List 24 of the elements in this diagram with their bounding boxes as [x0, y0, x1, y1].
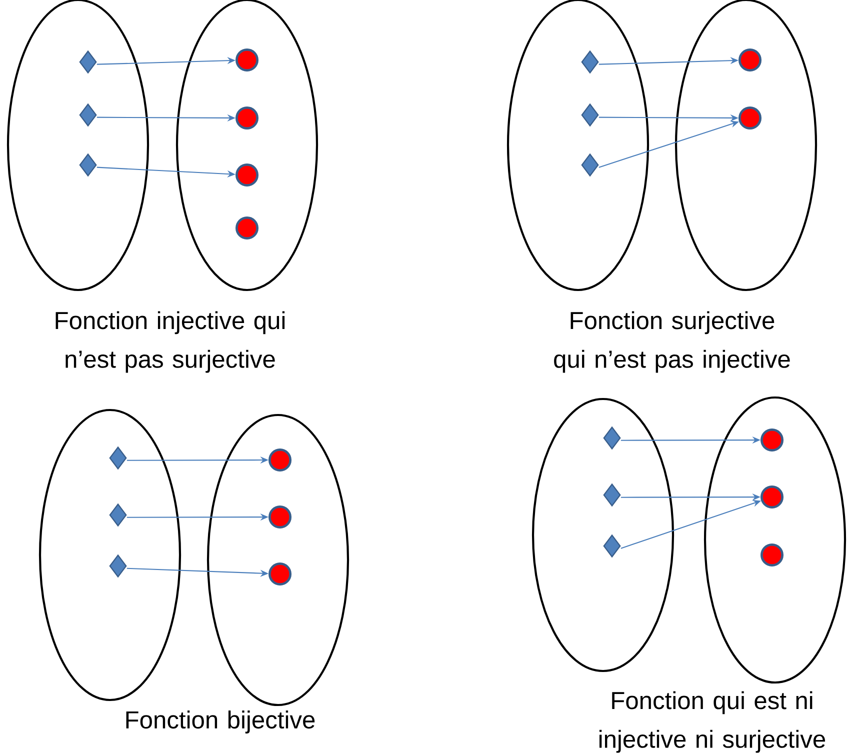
dot-marker [738, 106, 762, 130]
ellipse-outline [176, 0, 318, 292]
caption: Fonction qui est ni injective ni surjective [600, 691, 826, 753]
dot-marker [236, 163, 259, 186]
ellipse-outline [38, 408, 182, 702]
caption: Fonction surjective qui n’est pas injective [554, 311, 790, 373]
dot-marker [738, 48, 762, 72]
dot-marker [760, 428, 784, 452]
ellipse-outline [6, 0, 150, 292]
ellipse-outline [206, 414, 350, 706]
dot-marker [268, 506, 292, 528]
ellipse-outline [704, 396, 846, 684]
dot-marker [236, 106, 259, 130]
dot-marker [760, 486, 784, 508]
dot-marker [268, 562, 292, 586]
ellipse-outline [532, 398, 674, 672]
ellipse-outline [506, 0, 650, 292]
dot-marker [236, 48, 259, 72]
caption: Fonction bijective [126, 710, 315, 734]
dot-marker [268, 448, 292, 472]
dot-marker [760, 544, 784, 566]
dot-marker [236, 216, 259, 240]
ellipse-outline [674, 0, 818, 292]
caption: Fonction injective qui n’est pas surjective [56, 311, 285, 373]
